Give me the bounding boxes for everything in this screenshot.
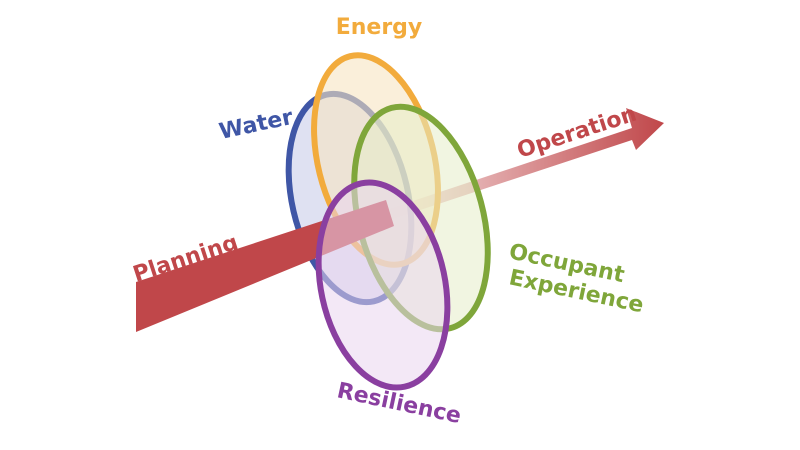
resilience-ring (315, 179, 451, 391)
water-label: Water (217, 105, 295, 145)
energy-label: Energy (336, 15, 423, 40)
